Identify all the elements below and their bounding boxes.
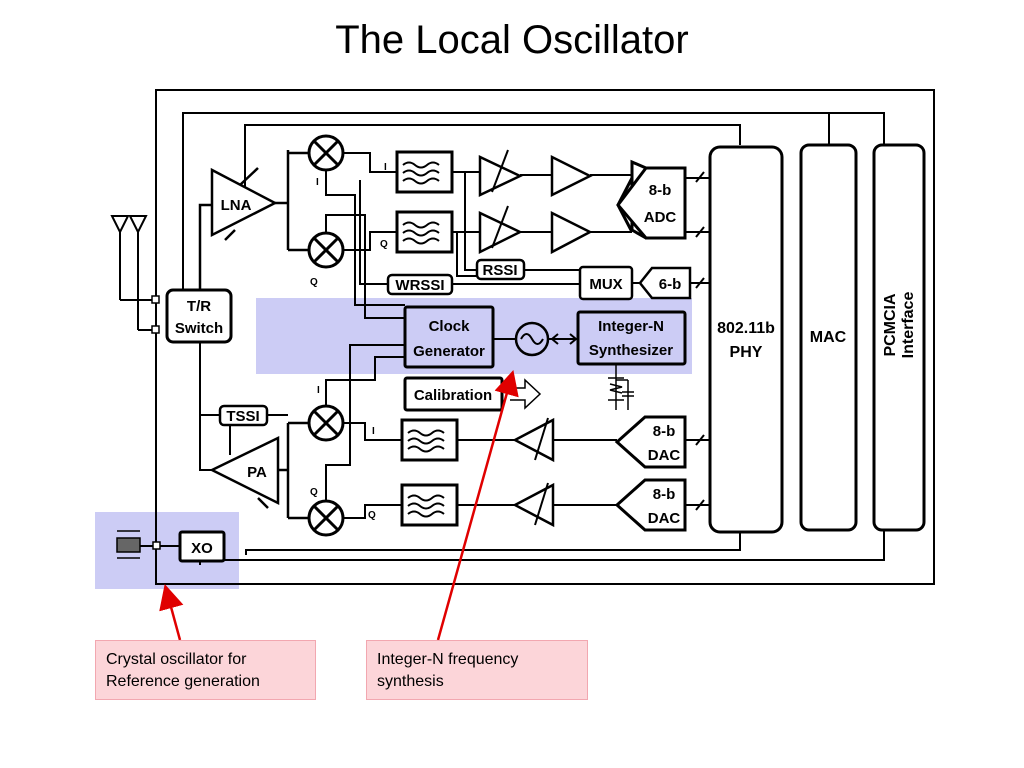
mux-block: MUX: [578, 265, 634, 301]
tx-i-label-1: I: [317, 385, 320, 396]
xo-callout-arrow: [159, 583, 184, 641]
int-n-synthesizer-label-2: Synthesizer: [589, 342, 673, 359]
tr-switch-label-1: T/R: [187, 298, 211, 315]
adc-block: 8-b ADC: [616, 159, 687, 240]
crystal-icon: [116, 530, 180, 559]
filter-icon: [395, 150, 454, 194]
pll-callout-line-1: Integer-N frequency: [377, 651, 519, 668]
mux-label: MUX: [589, 276, 622, 293]
mac-block: MAC: [799, 143, 858, 532]
filter-icon: [400, 483, 459, 527]
xo-label: XO: [191, 540, 213, 557]
tx-i-label-2: I: [372, 426, 375, 437]
xo-callout-line-1: Crystal oscillator for: [106, 651, 247, 668]
tssi-block: TSSI: [199, 342, 288, 471]
int-n-synthesizer-label-1: Integer-N: [598, 318, 664, 335]
rx-i-label-2: I: [384, 162, 387, 173]
wrssi-label: WRSSI: [395, 277, 444, 294]
dac-label-2: DAC: [648, 447, 681, 464]
clock-generator-block: Clock Generator: [403, 305, 495, 369]
calibration-label: Calibration: [414, 387, 492, 404]
vga-icon: [512, 482, 555, 528]
mixer-icon: [307, 231, 345, 269]
slide-title: The Local Oscillator: [335, 18, 689, 62]
pll-callout: Integer-N frequency synthesis: [366, 640, 588, 700]
mixer-icon: [307, 499, 345, 537]
rx-i-label-1: I: [316, 177, 319, 188]
dac-label-3: 8-b: [653, 486, 676, 503]
pcmcia-label-2: Interface: [900, 292, 917, 359]
pcmcia-block: PCMCIA Interface: [872, 143, 926, 532]
mixer-icon: [307, 134, 345, 172]
pll-callout-line-2: synthesis: [377, 673, 444, 690]
adc-label-2: ADC: [644, 209, 677, 226]
adc-6b-label: 6-b: [659, 276, 682, 293]
rssi-label: RSSI: [482, 262, 517, 279]
dac-block: 8-b DAC: [614, 415, 687, 469]
pa-block: [209, 421, 308, 520]
tssi-label: TSSI: [226, 408, 259, 425]
adc-6b-block: 6-b: [638, 266, 692, 300]
pll-callout-arrow: [436, 369, 519, 641]
rx-q-label-2: Q: [380, 239, 388, 250]
filter-icon: [395, 210, 454, 254]
xo-block: XO: [178, 530, 226, 563]
tx-q-label-1: Q: [310, 487, 318, 498]
rssi-block: RSSI: [475, 258, 526, 281]
chip-boundary: [155, 89, 935, 585]
pa-label: PA: [247, 464, 267, 481]
wrssi-block: WRSSI: [386, 273, 454, 296]
lna-block: [198, 150, 308, 290]
mac-label: MAC: [810, 329, 847, 346]
vco-icon: [514, 321, 550, 357]
xo-callout-line-2: Reference generation: [106, 673, 260, 690]
dac-label-1: 8-b: [653, 423, 676, 440]
dac-label-4: DAC: [648, 510, 681, 527]
xo-callout: Crystal oscillator for Reference generat…: [95, 640, 316, 700]
tr-switch-label-2: Switch: [175, 320, 223, 337]
pcmcia-label-1: PCMCIA: [882, 293, 899, 357]
tr-switch-block: T/R Switch: [165, 288, 233, 344]
tx-q-label-2: Q: [368, 510, 376, 521]
calibration-block: Calibration: [403, 376, 542, 412]
phy-block: 802.11b PHY: [708, 145, 784, 534]
antenna-icon: [110, 215, 160, 334]
mixer-icon: [307, 404, 345, 442]
phy-label-1: 802.11b: [717, 320, 775, 337]
adc-label-1: 8-b: [649, 182, 672, 199]
lna-label: LNA: [221, 197, 252, 214]
vga-icon: [478, 155, 523, 197]
rx-q-label-1: Q: [310, 277, 318, 288]
clock-generator-label-1: Clock: [429, 318, 471, 335]
vga-icon: [478, 211, 523, 255]
dac-block: 8-b DAC: [614, 478, 687, 532]
buffer-amp-icon: [550, 154, 593, 198]
phy-label-2: PHY: [730, 344, 763, 361]
vga-icon: [512, 417, 555, 463]
buffer-amp-icon: [550, 210, 593, 255]
filter-icon: [400, 418, 459, 462]
loop-filter-icon: [608, 364, 634, 410]
int-n-synthesizer-block: Integer-N Synthesizer: [576, 310, 687, 366]
clock-generator-label-2: Generator: [413, 343, 485, 360]
